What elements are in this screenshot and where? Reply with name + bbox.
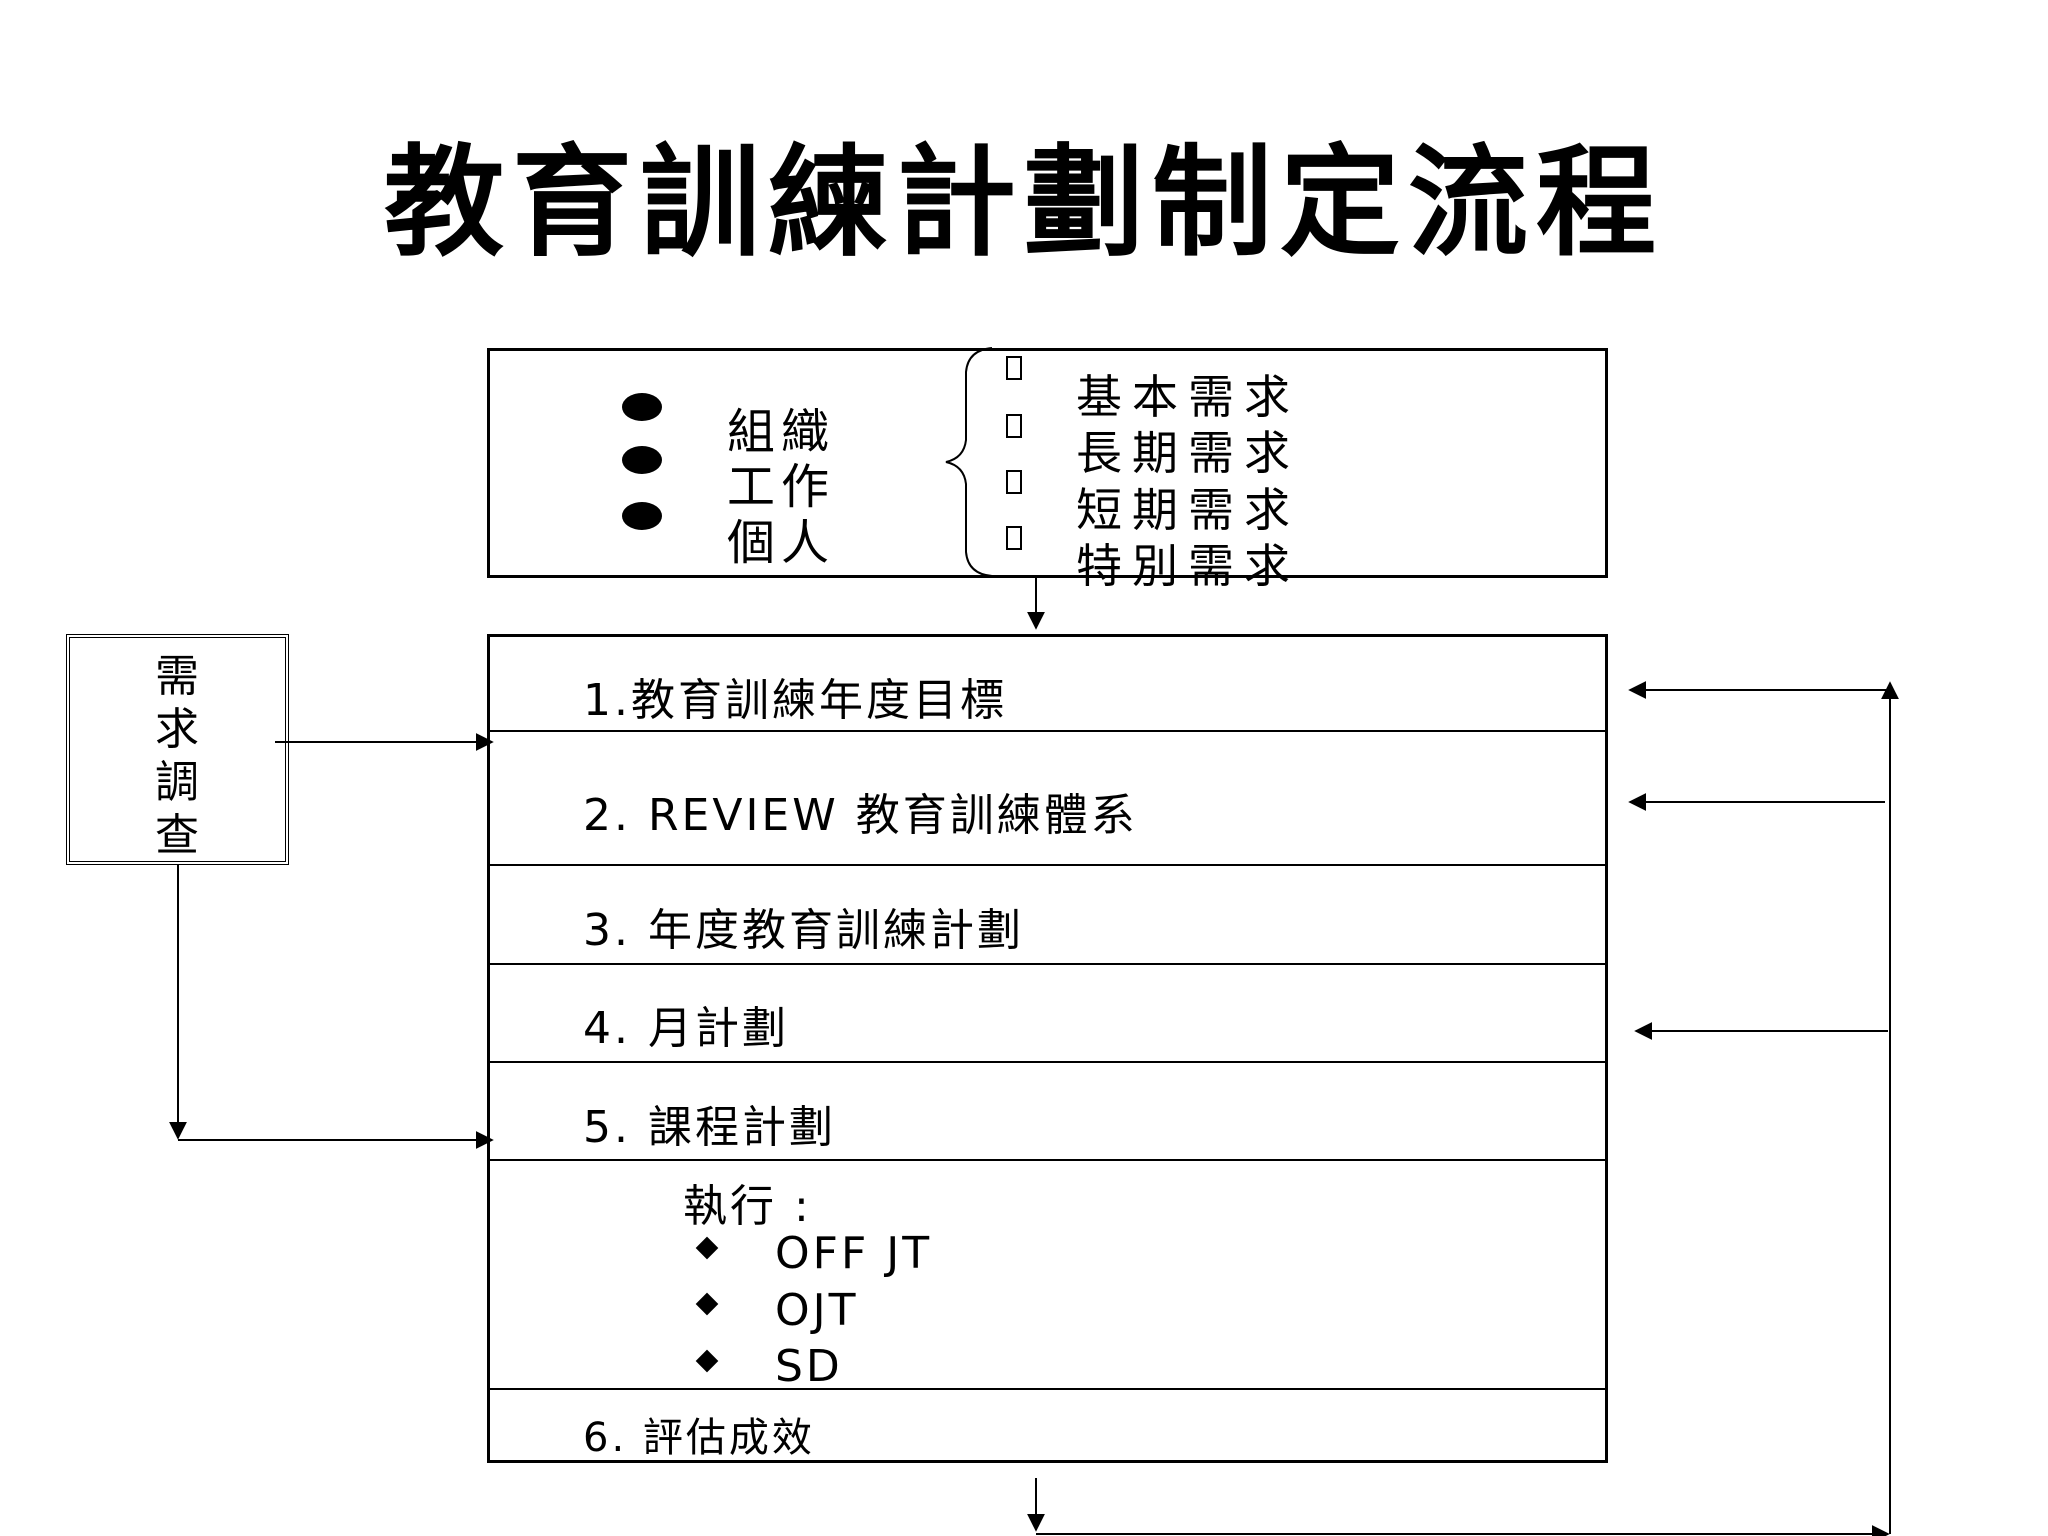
source-individual: 個人 bbox=[727, 515, 836, 571]
bullet-icon bbox=[622, 446, 662, 474]
checkbox-icon bbox=[1006, 470, 1022, 494]
execution-heading: 執行 : bbox=[683, 1181, 812, 1232]
step-1-label: 1.教育訓練年度目標 bbox=[583, 675, 1007, 726]
bullet-icon bbox=[622, 502, 662, 530]
need-short-term: 短期需求 bbox=[1076, 483, 1300, 537]
step-2-label: 2. REVIEW 教育訓練體系 bbox=[583, 790, 1138, 841]
step-6-label: 6. 評估成效 bbox=[583, 1415, 815, 1461]
divider bbox=[489, 963, 1606, 965]
checkbox-icon bbox=[1006, 526, 1022, 550]
execution-item-off-jt: OFF JT bbox=[775, 1228, 933, 1279]
divider bbox=[489, 730, 1606, 732]
bullet-icon bbox=[622, 393, 662, 421]
execution-item-ojt: OJT bbox=[775, 1285, 859, 1336]
process-box bbox=[487, 634, 1608, 1463]
need-special: 特別需求 bbox=[1076, 539, 1300, 593]
step-3-label: 3. 年度教育訓練計劃 bbox=[583, 905, 1024, 956]
need-basic: 基本需求 bbox=[1076, 370, 1300, 424]
divider bbox=[489, 1061, 1606, 1063]
source-organization: 組織 bbox=[727, 404, 836, 460]
divider bbox=[489, 864, 1606, 866]
survey-label: 需求調查 bbox=[142, 650, 212, 862]
survey-label-text: 需求調查 bbox=[155, 651, 199, 861]
page-title: 教育訓練計劃制定流程 bbox=[384, 134, 1664, 273]
source-job: 工作 bbox=[727, 459, 836, 515]
need-long-term: 長期需求 bbox=[1076, 426, 1300, 480]
checkbox-icon bbox=[1006, 356, 1022, 380]
survey-box bbox=[66, 634, 289, 865]
divider bbox=[489, 1388, 1606, 1390]
execution-item-sd: SD bbox=[775, 1341, 843, 1392]
divider bbox=[489, 1159, 1606, 1161]
checkbox-icon bbox=[1006, 414, 1022, 438]
step-5-label: 5. 課程計劃 bbox=[583, 1102, 836, 1153]
brace-shape bbox=[945, 347, 993, 577]
step-4-label: 4. 月計劃 bbox=[583, 1003, 789, 1054]
needs-source-box bbox=[487, 348, 1608, 578]
